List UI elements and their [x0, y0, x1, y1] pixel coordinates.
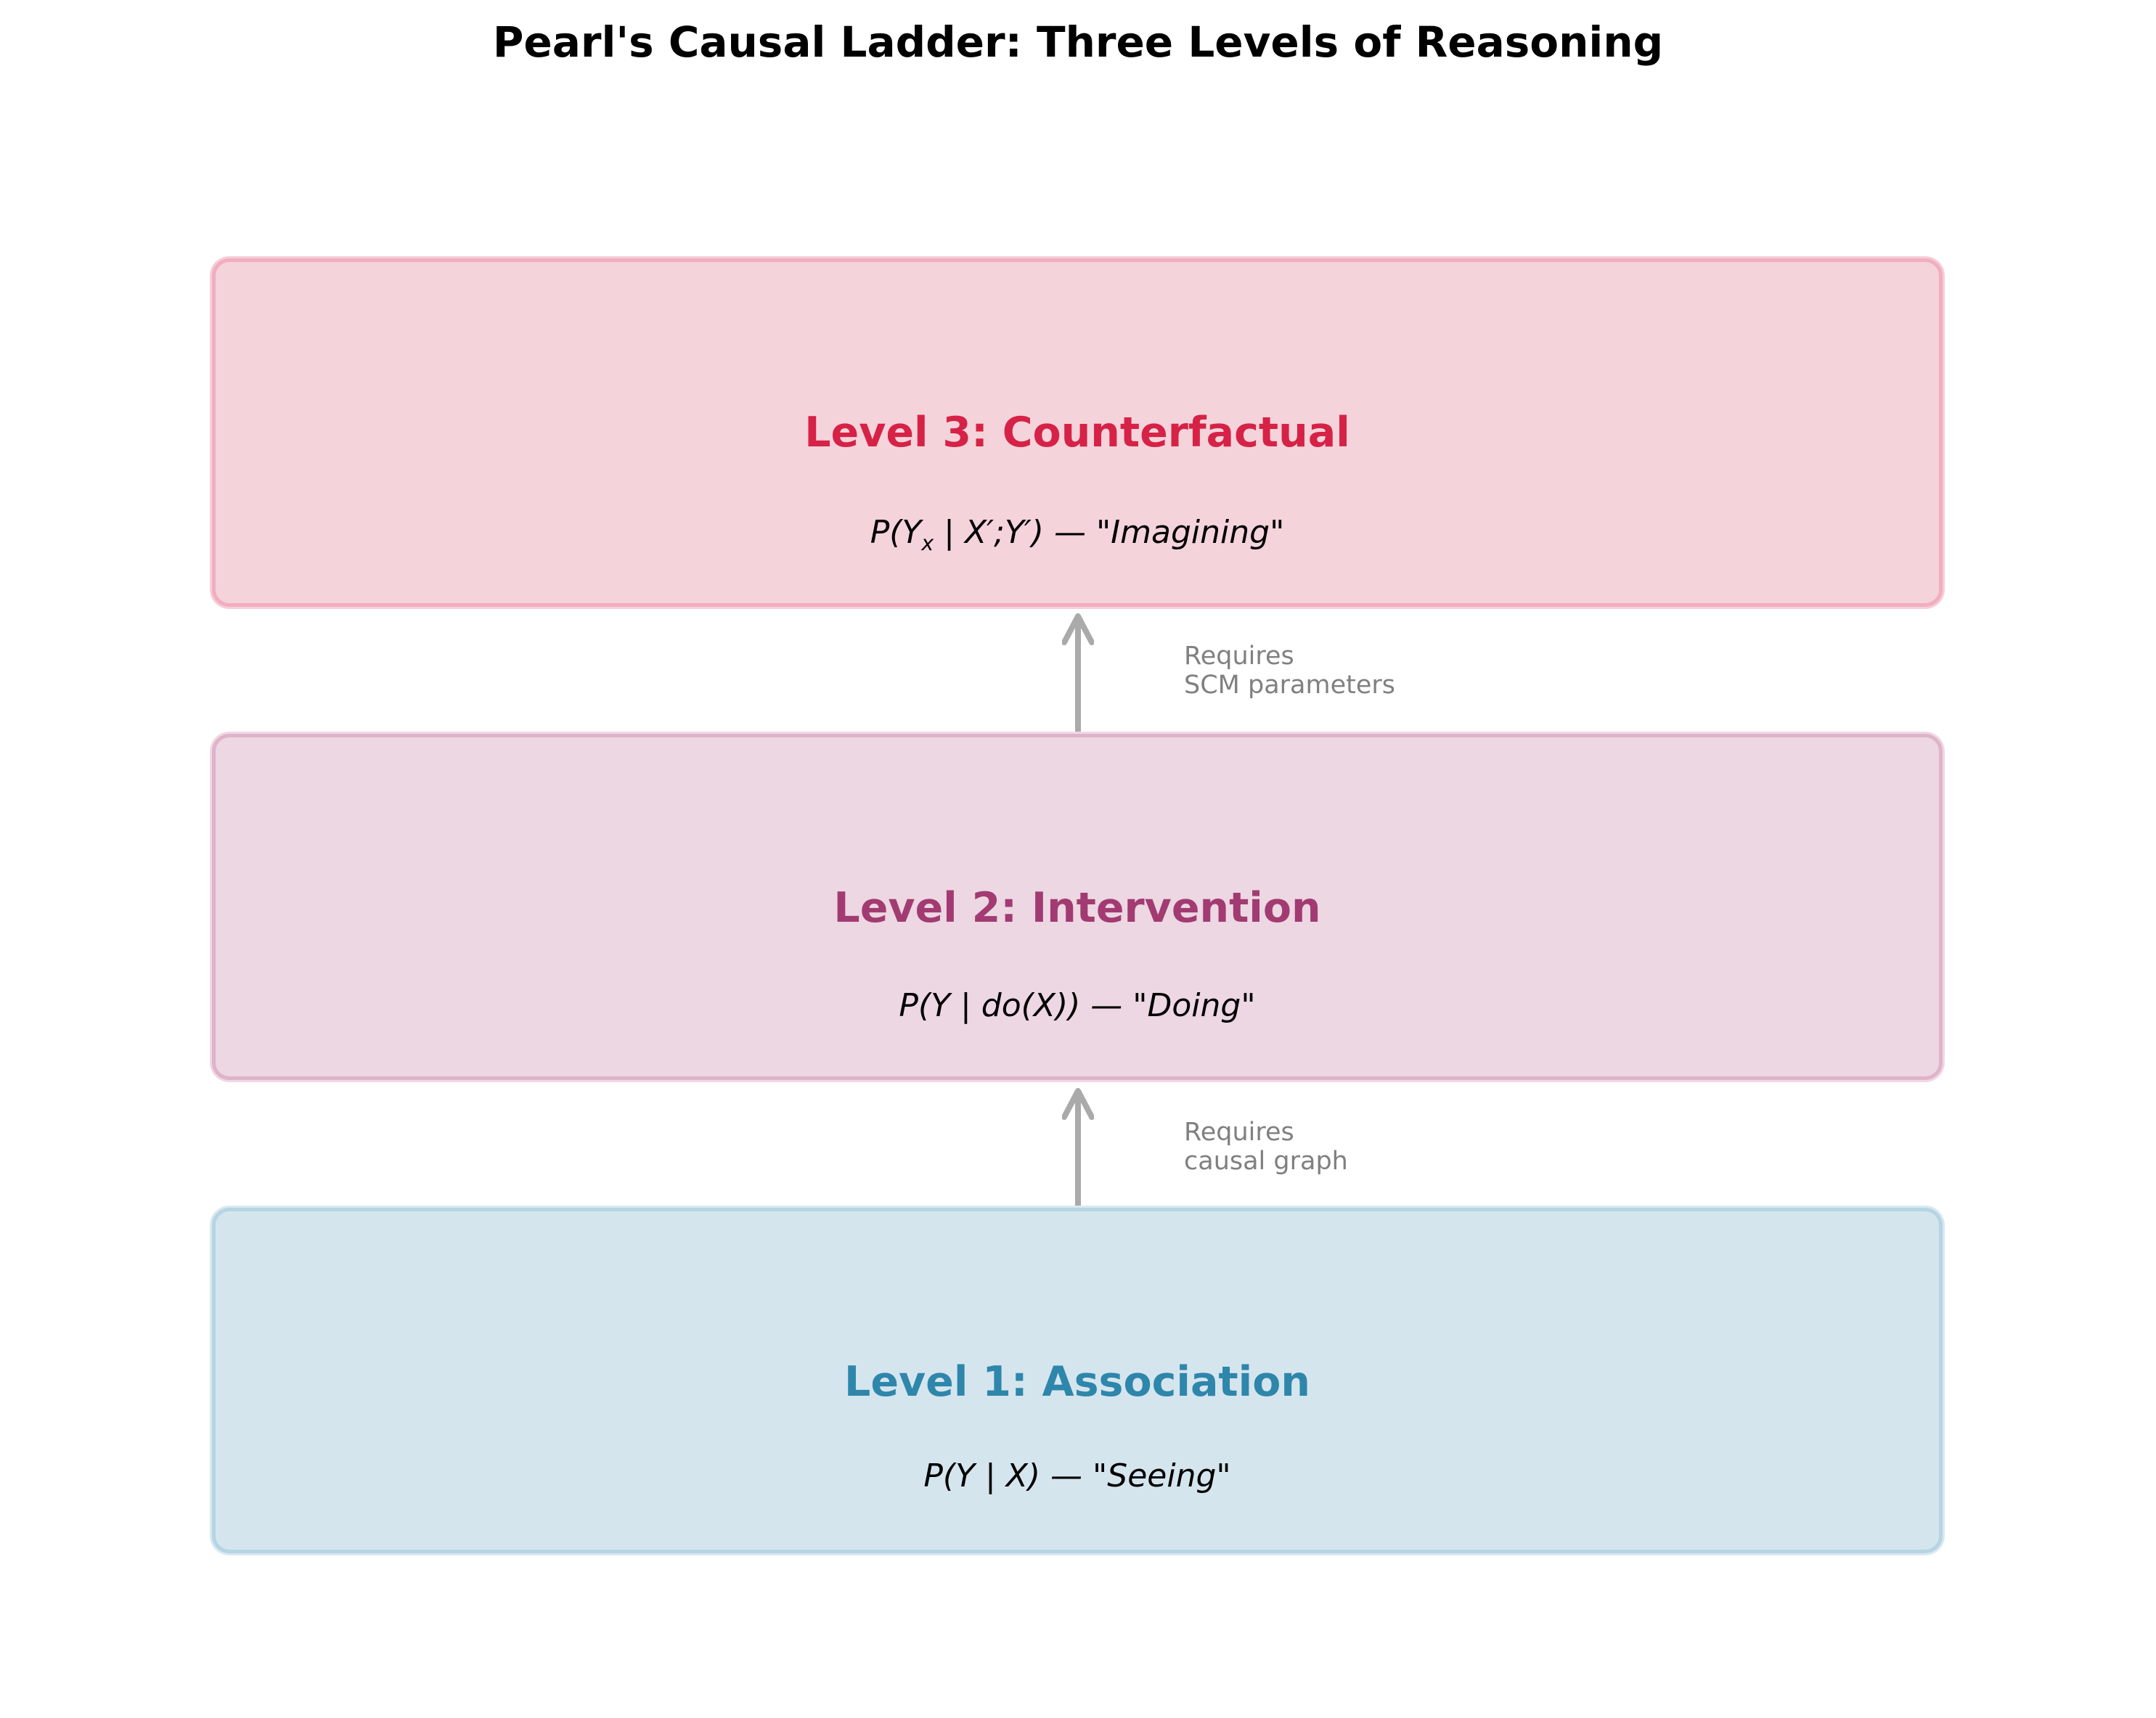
level-1-box: Level 1: Association P(Y | X) — "Seeing" [212, 1208, 1943, 1553]
arrow-note-scm: Requires SCM parameters [1184, 642, 1395, 700]
level-2-heading: Level 2: Intervention [833, 884, 1321, 932]
arrow-note-graph: Requires causal graph [1184, 1118, 1348, 1176]
arrow-note-line2: causal graph [1184, 1147, 1348, 1176]
arrow-note-line1: Requires [1184, 1118, 1294, 1147]
level-1-formula: P(Y | X) — "Seeing" [923, 1457, 1231, 1494]
arrow-note-line2: SCM parameters [1184, 671, 1395, 700]
level-3-formula-main: P(Y [870, 514, 922, 551]
diagram-title: Pearl's Causal Ladder: Three Levels of R… [492, 17, 1664, 67]
level-3-box: Level 3: Counterfactual P(Yx | X′;Y′) — … [212, 258, 1943, 607]
arrow-up-icon [1062, 1088, 1094, 1210]
level-3-formula-subscript: x [921, 530, 934, 555]
level-3-formula: P(Yx | X′;Y′) — "Imagining" [216, 511, 1939, 565]
level-3-formula-rest: | X′;Y′) — "Imagining" [934, 514, 1285, 551]
level-2-box: Level 2: Intervention P(Y | do(X)) — "Do… [212, 734, 1943, 1080]
arrow-note-line1: Requires [1184, 642, 1294, 671]
level-2-formula: P(Y | do(X)) — "Doing" [899, 987, 1256, 1024]
arrow-up-icon [1062, 613, 1094, 735]
level-1-heading: Level 1: Association [844, 1358, 1310, 1406]
level-3-heading: Level 3: Counterfactual [804, 409, 1350, 457]
